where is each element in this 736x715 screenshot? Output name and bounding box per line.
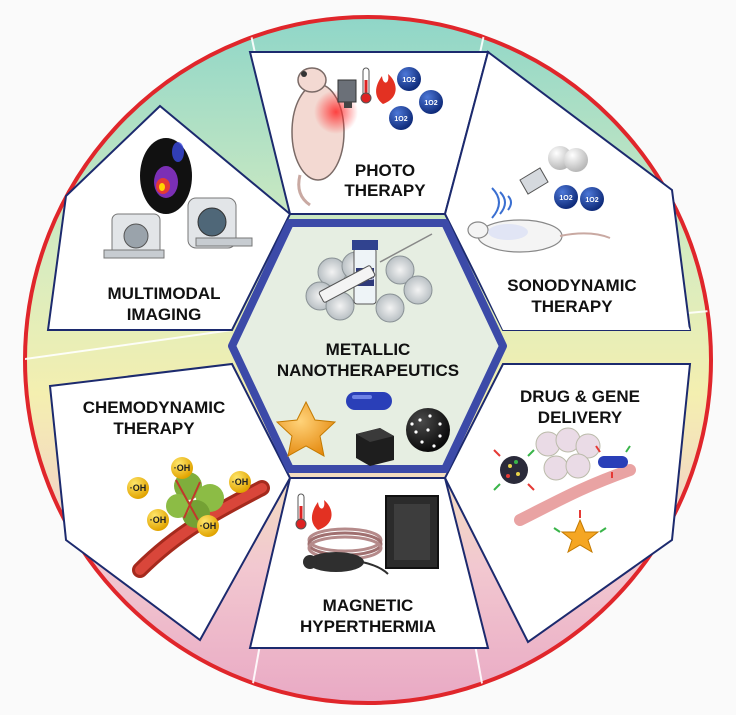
center-title-line2: NANOTHERAPEUTICS [277, 361, 459, 380]
singlet-oxygen-label: 1O2 [559, 195, 572, 202]
capsule-carrier-icon [595, 445, 631, 478]
star-carrier-icon [553, 510, 607, 554]
imaging-scan-icon [140, 138, 192, 214]
panel-magnetic-line1: MAGNETIC [323, 596, 414, 615]
panel-drug-gene-delivery: DRUG & GENE DELIVERY [443, 363, 692, 644]
gas-bubble-icon [548, 146, 588, 172]
cube-nanoparticle-icon [356, 428, 394, 466]
mouse-icon [467, 219, 611, 253]
nanoparticle-icon [493, 449, 535, 491]
singlet-oxygen-label: 1O2 [585, 197, 598, 204]
hydroxyl-label: ·OH [232, 477, 249, 487]
porous-sphere-nanoparticle-icon [406, 408, 450, 452]
panel-multimodal-imaging: MULTIMODAL IMAGING [46, 104, 292, 331]
star-nanoparticle-icon [275, 400, 337, 457]
panel-imaging-line2: IMAGING [127, 305, 202, 324]
flame-icon [311, 500, 332, 530]
hydroxyl-label: ·OH [174, 463, 191, 473]
panel-chemo-line2: THERAPY [113, 419, 195, 438]
panel-chemo-line1: CHEMODYNAMIC [83, 398, 226, 417]
tissue-cells-icon [535, 427, 601, 481]
hydroxyl-radical-icon: ·OH ·OH ·OH ·OH ·OH [127, 457, 251, 537]
panel-imaging-line1: MULTIMODAL [108, 284, 221, 303]
magnet-block-icon [385, 495, 439, 569]
singlet-oxygen-label: 1O2 [424, 100, 437, 107]
tumor-cells-icon [166, 472, 224, 528]
panel-sono-line1: SONODYNAMIC [507, 276, 636, 295]
singlet-oxygen-label: 1O2 [394, 116, 407, 123]
singlet-oxygen-icon: 1O2 1O2 [554, 185, 604, 211]
center-hexagon: CANCER METALLIC NANOTHERAPEUTICS [228, 219, 507, 473]
hydroxyl-label: ·OH [130, 483, 147, 493]
panel-photo-line2: THERAPY [344, 181, 426, 200]
laser-icon [337, 79, 357, 108]
panel-magnetic-line2: HYPERTHERMIA [300, 617, 436, 636]
singlet-oxygen-label: 1O2 [402, 77, 415, 84]
ultrasound-probe-icon [491, 167, 549, 219]
panel-chemodynamic-therapy: ·OH ·OH ·OH ·OH ·OH CHEMODYNAMIC THERAPY [48, 362, 292, 642]
mouse-icon [303, 552, 389, 575]
panel-magnetic-hyperthermia: MAGNETIC HYPERTHERMIA [248, 477, 490, 649]
panel-sonodynamic-therapy: 1O2 1O2 SONODYNAMIC THERAPY [443, 50, 692, 331]
mouse-icon [291, 67, 358, 207]
mri-scanner-icon [187, 197, 253, 249]
ct-scanner-icon [103, 213, 165, 259]
hydroxyl-label: ·OH [200, 521, 217, 531]
flame-icon [376, 74, 396, 104]
panel-drug-line2: DELIVERY [538, 408, 623, 427]
hydroxyl-label: ·OH [150, 515, 167, 525]
center-title-line1: METALLIC [326, 340, 411, 359]
panel-photo-line1: PHOTO [355, 161, 415, 180]
capsule-nanoparticle-icon [346, 392, 392, 410]
panel-sono-line2: THERAPY [531, 297, 613, 316]
thermometer-icon [295, 493, 307, 530]
thermometer-icon [360, 67, 372, 104]
syringe-icon [318, 233, 433, 303]
blood-vessel-icon [514, 464, 636, 526]
panel-drug-line1: DRUG & GENE [520, 387, 640, 406]
singlet-oxygen-icon: 1O2 1O2 1O2 [389, 67, 443, 130]
